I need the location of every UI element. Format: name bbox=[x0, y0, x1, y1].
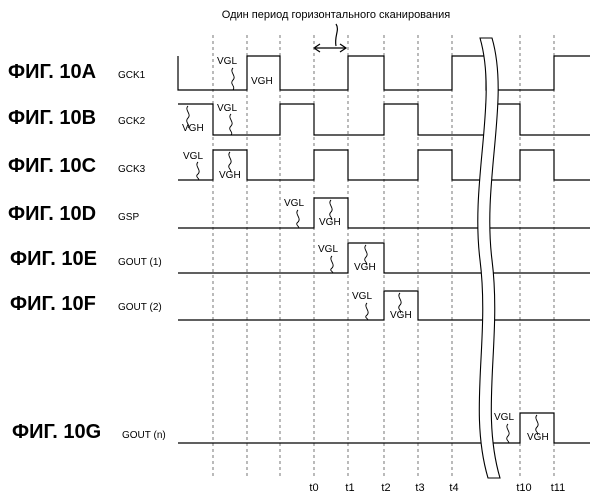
level-low-label: VGL bbox=[318, 244, 338, 255]
time-tick-t10: t10 bbox=[516, 482, 531, 494]
time-tick-t11: t11 bbox=[551, 482, 565, 494]
level-low-label: VGL bbox=[217, 56, 237, 67]
fig-label-10d: ФИГ. 10D bbox=[8, 203, 96, 225]
waveform-gck1 bbox=[178, 56, 590, 90]
level-squiggle bbox=[297, 210, 299, 228]
level-squiggle bbox=[232, 68, 234, 90]
fig-label-10f: ФИГ. 10F bbox=[10, 293, 96, 315]
level-squiggle bbox=[197, 162, 199, 180]
level-high-label: VGH bbox=[251, 76, 273, 87]
fig-label-10c: ФИГ. 10C bbox=[8, 155, 96, 177]
waveform-gout2 bbox=[178, 291, 590, 320]
level-squiggle bbox=[366, 303, 368, 320]
level-low-label: VGL bbox=[217, 103, 237, 114]
level-squiggle bbox=[507, 424, 509, 443]
level-low-label: VGL bbox=[494, 412, 514, 423]
period-caption: Один период горизонтального сканирования bbox=[222, 9, 450, 21]
signal-label-goutn: GOUT (n) bbox=[122, 430, 166, 441]
signal-label-gout1: GOUT (1) bbox=[118, 257, 162, 268]
time-tick-t2: t2 bbox=[381, 482, 390, 494]
level-squiggle bbox=[331, 256, 333, 273]
fig-label-10a: ФИГ. 10A bbox=[8, 61, 96, 83]
time-tick-t0: t0 bbox=[309, 482, 318, 494]
level-low-label: VGL bbox=[284, 198, 304, 209]
signal-label-gck2: GCK2 bbox=[118, 116, 146, 127]
level-high-label: VGH bbox=[319, 217, 341, 228]
time-tick-t3: t3 bbox=[415, 482, 424, 494]
waveform-gout1 bbox=[178, 243, 590, 273]
waveform-gck2 bbox=[178, 104, 590, 135]
level-low-label: VGL bbox=[183, 151, 203, 162]
time-tick-t4: t4 bbox=[449, 482, 458, 494]
level-squiggle bbox=[229, 152, 231, 172]
level-squiggle bbox=[230, 114, 232, 135]
fig-label-10g: ФИГ. 10G bbox=[12, 421, 101, 443]
level-high-label: VGH bbox=[527, 432, 549, 443]
fig-label-10b: ФИГ. 10B bbox=[8, 107, 96, 129]
level-high-label: VGH bbox=[390, 310, 412, 321]
level-low-label: VGL bbox=[352, 291, 372, 302]
signal-label-gck3: GCK3 bbox=[118, 164, 146, 175]
level-high-label: VGH bbox=[354, 262, 376, 273]
level-high-label: VGH bbox=[182, 123, 204, 134]
signal-label-gsp: GSP bbox=[118, 212, 139, 223]
signal-label-gck1: GCK1 bbox=[118, 70, 146, 81]
signal-label-gout2: GOUT (2) bbox=[118, 302, 162, 313]
time-tick-t1: t1 bbox=[345, 482, 354, 494]
fig-label-10e: ФИГ. 10E bbox=[10, 248, 97, 270]
level-high-label: VGH bbox=[219, 170, 241, 181]
period-pointer bbox=[336, 24, 338, 46]
